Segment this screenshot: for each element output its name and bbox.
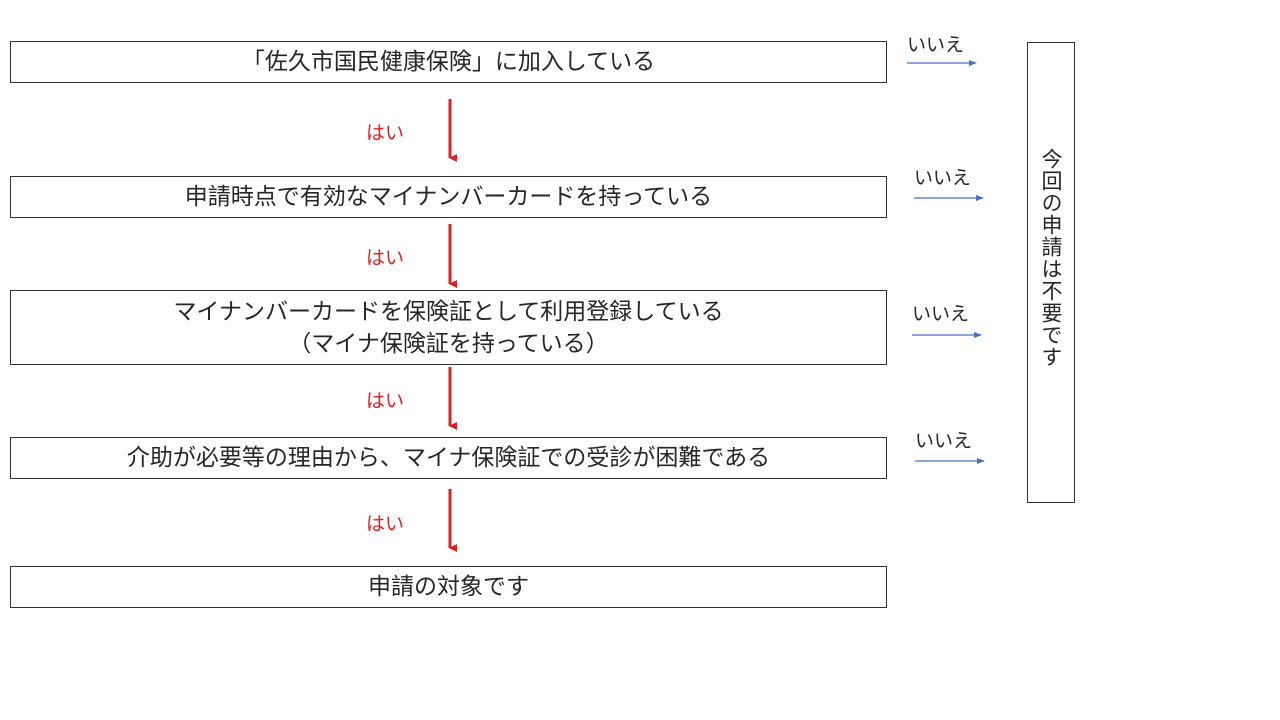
step-3-line-2: （マイナ保険証を持っている） — [288, 330, 609, 357]
not-required-text: 今回の申請は不要です — [1039, 148, 1063, 368]
step-4-text: 介助が必要等の理由から、マイナ保険証での受診が困難である — [126, 445, 771, 471]
result-box-not-required: 今回の申請は不要です — [1027, 42, 1075, 503]
step-1-text: 「佐久市国民健康保険」に加入している — [241, 49, 656, 75]
yes-label-2: はい — [366, 247, 405, 269]
no-label-1: いいえ — [907, 34, 965, 56]
result-box-eligible: 申請の対象です — [10, 566, 887, 608]
yes-label-1: はい — [366, 122, 405, 144]
yes-label-4: はい — [366, 513, 405, 535]
step-2-text: 申請時点で有効なマイナンバーカードを持っている — [184, 184, 713, 210]
step-box-1: 「佐久市国民健康保険」に加入している — [10, 41, 887, 83]
eligible-text: 申請の対象です — [368, 574, 529, 600]
no-label-4: いいえ — [915, 430, 973, 452]
step-box-3: マイナンバーカードを保険証として利用登録している （マイナ保険証を持っている） — [10, 290, 887, 365]
no-label-3: いいえ — [912, 303, 970, 325]
no-label-2: いいえ — [914, 167, 972, 189]
step-box-2: 申請時点で有効なマイナンバーカードを持っている — [10, 176, 887, 218]
yes-label-3: はい — [366, 390, 405, 412]
step-3-line-1: マイナンバーカードを保険証として利用登録している — [173, 298, 724, 325]
step-box-4: 介助が必要等の理由から、マイナ保険証での受診が困難である — [10, 437, 887, 479]
